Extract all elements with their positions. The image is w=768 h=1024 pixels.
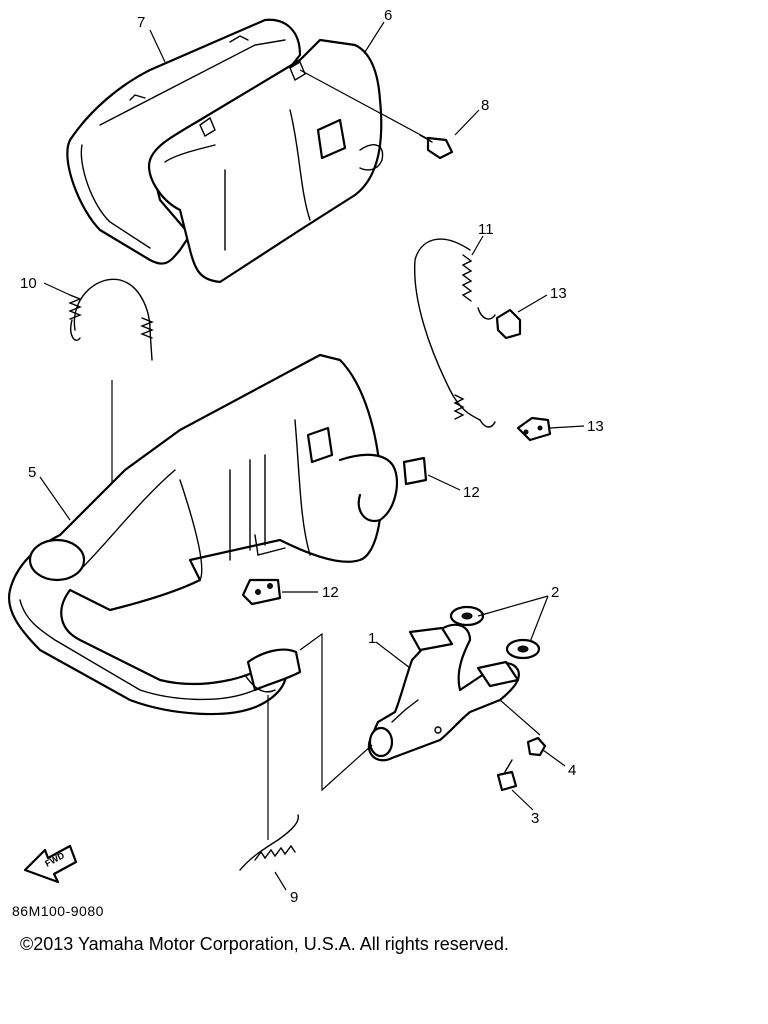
callout-11: 11	[478, 221, 494, 238]
part-11-spring[interactable]	[413, 238, 496, 428]
callout-6: 6	[384, 7, 392, 24]
callout-9: 9	[290, 889, 298, 906]
callout-3: 3	[531, 810, 539, 827]
part-6-muffler-cover[interactable]	[147, 38, 384, 284]
copyright-notice: ©2013 Yamaha Motor Corporation, U.S.A. A…	[20, 934, 509, 954]
callout-8: 8	[481, 97, 489, 114]
part-10-spring[interactable]	[68, 278, 154, 495]
drawing-code: 86M100-9080	[12, 903, 104, 919]
part-2-gasket-left[interactable]	[449, 605, 485, 627]
callout-numbers: 7 6 8 10 11 13 13 5 12 12 2 1 4 3 9	[20, 7, 604, 906]
callout-leaders	[39, 21, 585, 891]
part-4-nut[interactable]	[526, 736, 547, 757]
callout-13-upper: 13	[550, 285, 567, 302]
part-5-muffler[interactable]	[7, 353, 398, 716]
part-3-stud[interactable]	[496, 759, 518, 792]
callout-10: 10	[20, 275, 37, 292]
part-12-plate-upper[interactable]	[402, 456, 428, 486]
callout-7: 7	[137, 14, 145, 31]
part-12-plate-lower[interactable]	[241, 578, 282, 606]
callout-13-lower: 13	[587, 418, 604, 435]
assembly-lines	[299, 632, 541, 792]
part-8-bolt[interactable]	[299, 69, 454, 160]
part-13-damper-upper[interactable]	[495, 308, 522, 340]
callout-5: 5	[28, 464, 36, 481]
part-1-exhaust-joint[interactable]	[367, 623, 520, 762]
callout-1: 1	[368, 630, 376, 647]
forward-arrow-icon: FWD	[23, 844, 78, 884]
part-13-damper-lower[interactable]	[516, 416, 552, 442]
part-2-gasket-right[interactable]	[505, 638, 541, 660]
callout-12-lower: 12	[322, 584, 339, 601]
callout-2: 2	[551, 584, 559, 601]
callout-12-upper: 12	[463, 484, 480, 501]
callout-4: 4	[568, 762, 576, 779]
part-9-spring[interactable]	[239, 695, 299, 871]
